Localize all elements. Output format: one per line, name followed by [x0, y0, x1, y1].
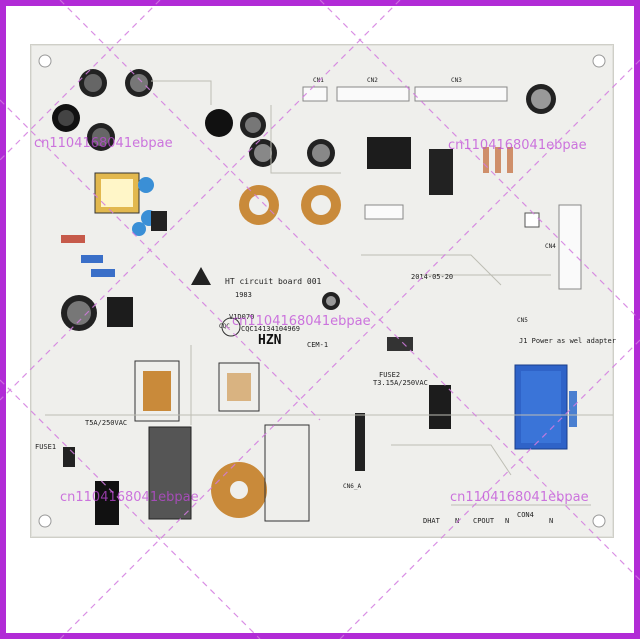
port-label: CON4	[517, 511, 534, 519]
number-code: 1983	[235, 291, 252, 299]
ic-chips	[107, 137, 453, 327]
mount-hole	[592, 514, 606, 528]
cn-label: CN4	[545, 243, 556, 250]
watermark-text: cn1104168041ebpae	[34, 136, 173, 151]
fuse2-rating: T3.15A/250VAC	[373, 379, 428, 387]
circuit-board: HT circuit board 001 HZN CQC14134104969 …	[30, 44, 631, 538]
board-artwork	[38, 54, 631, 528]
watermark-text: cn1104168041ebpae	[450, 490, 589, 505]
cn-label: CN1	[313, 77, 324, 84]
port-label: N	[455, 517, 460, 525]
mount-hole	[38, 54, 52, 68]
cqc-mark: CQC	[219, 323, 230, 330]
toroid-inductors	[211, 185, 341, 518]
fuse1-label: FUSE1	[35, 443, 57, 451]
power-note: J1 Power as wel adapter	[519, 337, 616, 345]
port-label: N	[505, 517, 510, 525]
port-label: N	[549, 517, 554, 525]
mount-hole	[38, 514, 52, 528]
cn-label: CN5	[517, 317, 528, 324]
watermark-text: cn1104168041ebpae	[60, 490, 199, 505]
cn-label: CN2	[367, 77, 378, 84]
watermark-text: cn1104168041ebpae	[232, 314, 371, 329]
board-title: HT circuit board 001	[225, 277, 322, 286]
fuse1-rating: T5A/250VAC	[85, 419, 128, 427]
mount-hole	[592, 54, 606, 68]
date-code: 2014-05-20	[411, 273, 454, 281]
brand-marking: HZN	[258, 333, 282, 348]
warning-triangle-icon	[191, 267, 211, 285]
blue-relay	[514, 364, 568, 450]
port-label: DHAT	[423, 517, 440, 525]
switching-transformer	[94, 172, 157, 236]
qr-marking	[387, 337, 413, 351]
port-label: CPOUT	[473, 517, 495, 525]
fuse2-label: FUSE2	[379, 371, 401, 379]
cert-code: CEM-1	[307, 341, 329, 349]
watermark-text: cn1104168041ebpae	[448, 138, 587, 153]
cn-label: CN3	[451, 77, 462, 84]
cn-label: CN6_A	[343, 483, 362, 490]
